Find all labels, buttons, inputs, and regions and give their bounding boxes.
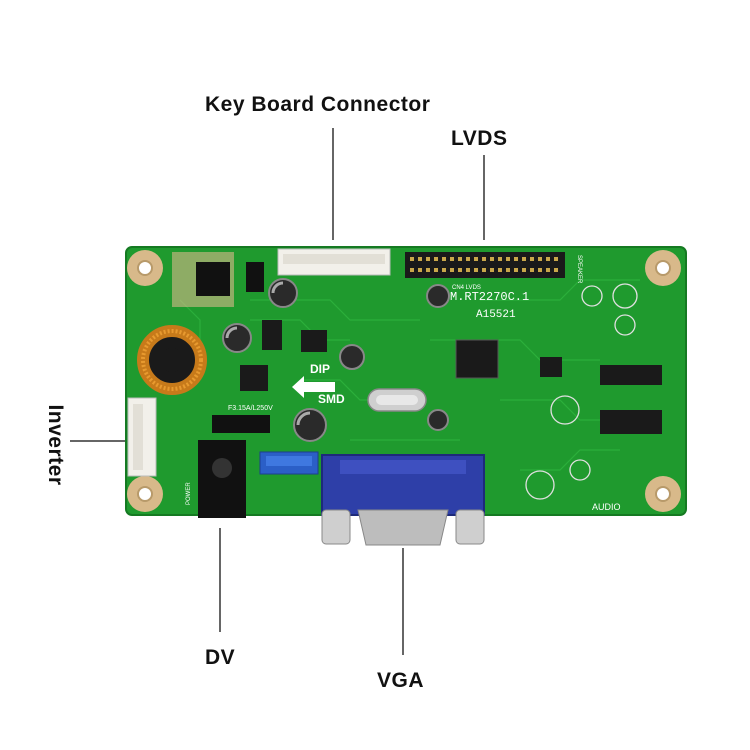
capacitor-4: [426, 284, 450, 308]
main-chip: [455, 339, 499, 379]
mounting-hole-bottom-left: [127, 476, 163, 512]
audio-amp-chip: [600, 365, 662, 434]
mounting-hole-top-left: [127, 250, 163, 286]
dv-label: DV: [205, 646, 236, 669]
silk-fuse: F3.15A/L250V: [228, 405, 273, 412]
crystal-oscillator: [367, 388, 427, 412]
inverter-label: Inverter: [44, 404, 67, 486]
keyboard-connector: [277, 248, 391, 276]
vga-label: VGA: [377, 669, 425, 692]
lvds-header: [405, 252, 565, 278]
small-chip-2: [240, 365, 268, 391]
regulator-chip: [301, 330, 327, 352]
capacitor-1: [268, 278, 298, 308]
inverter-connector: [127, 397, 157, 477]
capacitor-6: [427, 409, 449, 431]
toroid-inductor: [137, 325, 207, 395]
dip-smd-arrow: [292, 376, 335, 398]
jumper-block: [262, 320, 282, 350]
silk-code: A15521: [476, 309, 516, 321]
dc-power-jack: [198, 440, 246, 518]
capacitor-2: [222, 323, 252, 353]
mounting-hole-bottom-right: [645, 476, 681, 512]
right-circle-components: [525, 283, 638, 500]
silk-speaker: SPEAKER: [576, 255, 582, 284]
silk-audio: AUDIO: [592, 502, 621, 512]
silk-smd: SMD: [318, 392, 345, 406]
lvds-label: LVDS: [451, 127, 508, 150]
capacitor-5: [293, 408, 327, 442]
keyboard-connector-label: Key Board Connector: [205, 93, 431, 116]
silk-dip: DIP: [310, 362, 330, 376]
small-chip-1: [540, 357, 562, 377]
regulator-block: [172, 252, 264, 307]
silk-power: POWER: [186, 482, 192, 505]
blue-connector: [259, 451, 319, 475]
mounting-hole-top-right: [645, 250, 681, 286]
silk-model: M.RT2270C.1: [450, 290, 529, 304]
vga-connector: [321, 454, 485, 546]
silk-lvds-small: CN4 LVDS: [452, 285, 481, 291]
pin-header-small: [212, 415, 270, 433]
capacitor-3: [339, 344, 365, 370]
